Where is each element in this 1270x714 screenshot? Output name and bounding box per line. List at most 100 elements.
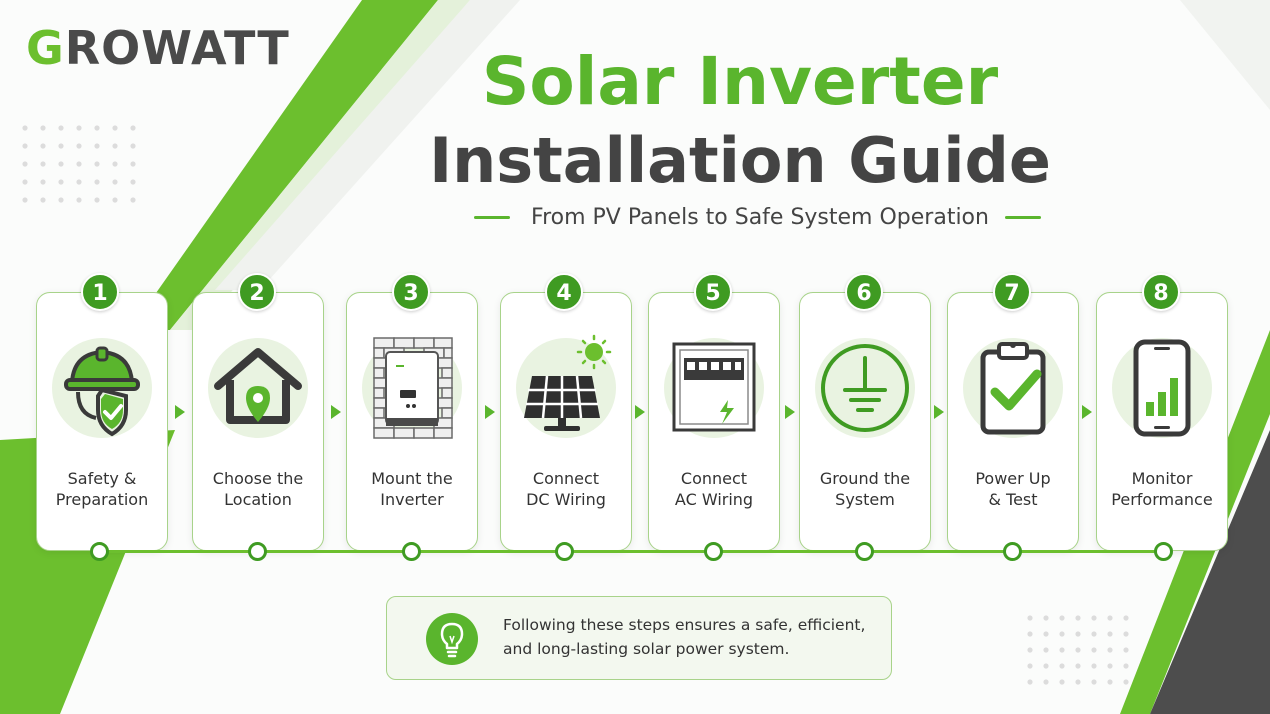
decor-dot (40, 161, 46, 167)
decor-dot (22, 125, 28, 131)
decor-dot (1059, 663, 1065, 669)
decor-dot (22, 161, 28, 167)
decor-dot (1043, 663, 1049, 669)
decor-dot (130, 197, 136, 203)
decor-dot (22, 179, 28, 185)
decor-dot (1123, 663, 1129, 669)
timeline-line (98, 550, 1164, 553)
step-number-badge: 3 (392, 273, 430, 311)
step-number-badge: 2 (238, 273, 276, 311)
decor-dot (94, 143, 100, 149)
decor-dot (1107, 679, 1113, 685)
hardhat-shield-icon (64, 346, 140, 437)
decor-dot (1091, 663, 1097, 669)
chevron-right-icon (485, 405, 495, 419)
decor-dot (76, 179, 82, 185)
decor-dot (1059, 631, 1065, 637)
decor-dot (22, 197, 28, 203)
decor-dot (1123, 615, 1129, 621)
logo-letter-g: G (26, 21, 65, 75)
chevron-right-icon (331, 405, 341, 419)
decor-dot (1043, 647, 1049, 653)
timeline-dot (1154, 542, 1173, 561)
step-label-line2: Preparation (55, 490, 149, 509)
growatt-logo: GROWATT (26, 22, 290, 74)
decor-dot (1107, 631, 1113, 637)
step-label-line2: Location (224, 490, 292, 509)
decor-dot (58, 179, 64, 185)
decor-dot (112, 161, 118, 167)
decor-dot (40, 197, 46, 203)
decor-dot (58, 125, 64, 131)
subtitle-dash-right (1005, 216, 1041, 219)
green-diagonal-band (130, 0, 438, 330)
step-number-badge: 1 (81, 273, 119, 311)
decor-dot (58, 161, 64, 167)
chevron-right-icon (934, 405, 944, 419)
decor-dot (1091, 631, 1097, 637)
decor-dot (1075, 647, 1081, 653)
step-label-line1: Safety & (67, 469, 137, 488)
step-number-badge: 7 (993, 273, 1031, 311)
step-label-line1: Connect (680, 469, 748, 488)
title-line-2: Installation Guide (429, 124, 1051, 197)
green-diagonal-band-light (170, 0, 470, 330)
decor-dot (76, 125, 82, 131)
decor-dot (1043, 631, 1049, 637)
step-card-7: Power Up& Test (947, 292, 1079, 551)
timeline-dot (90, 542, 109, 561)
decor-dot (1059, 615, 1065, 621)
chevron-right-icon (1082, 405, 1092, 419)
ground-symbol-icon (821, 344, 909, 432)
tip-text-line2: and long-lasting solar power system. (503, 640, 790, 658)
step-label-line2: DC Wiring (526, 490, 606, 509)
decor-dot (1123, 679, 1129, 685)
decor-dot (58, 197, 64, 203)
decor-dot (94, 125, 100, 131)
decor-dot (1075, 663, 1081, 669)
decor-dot (1027, 679, 1033, 685)
decor-dot (40, 179, 46, 185)
decor-dot (130, 161, 136, 167)
decor-dot (1027, 631, 1033, 637)
timeline-dot (1003, 542, 1022, 561)
decor-dot (130, 179, 136, 185)
step-label-line1: Choose the (212, 469, 304, 488)
decor-dot (130, 143, 136, 149)
step-label-line1: Mount the (371, 469, 453, 488)
chevron-right-icon (175, 405, 185, 419)
logo-text: ROWATT (64, 21, 290, 75)
timeline-dot (704, 542, 723, 561)
decor-dot (94, 161, 100, 167)
step-number-badge: 4 (545, 273, 583, 311)
breaker-panel-icon (672, 342, 756, 432)
decor-dot (1091, 647, 1097, 653)
decor-dot (94, 179, 100, 185)
timeline-dot (855, 542, 874, 561)
lightbulb-icon (426, 613, 478, 665)
decor-dot (76, 143, 82, 149)
subtitle-dash-left (474, 216, 510, 219)
step-label-line1: Ground the (819, 469, 911, 488)
step-number-badge: 8 (1142, 273, 1180, 311)
decor-dot (1075, 679, 1081, 685)
tip-text-line1: Following these steps ensures a safe, ef… (503, 616, 866, 634)
decor-dot (1107, 647, 1113, 653)
decor-dot (1027, 663, 1033, 669)
decor-dot (40, 143, 46, 149)
step-label: Power Up& Test (948, 468, 1078, 510)
decor-dot (1107, 615, 1113, 621)
decor-dot (1027, 647, 1033, 653)
step-label-line1: Monitor (1131, 469, 1193, 488)
step-label-line2: System (835, 490, 895, 509)
decor-dot (1091, 679, 1097, 685)
dot-grid-left (22, 125, 136, 203)
decor-dot (1123, 631, 1129, 637)
light-gray-corner-tr (1180, 0, 1270, 110)
decor-dot (1123, 647, 1129, 653)
